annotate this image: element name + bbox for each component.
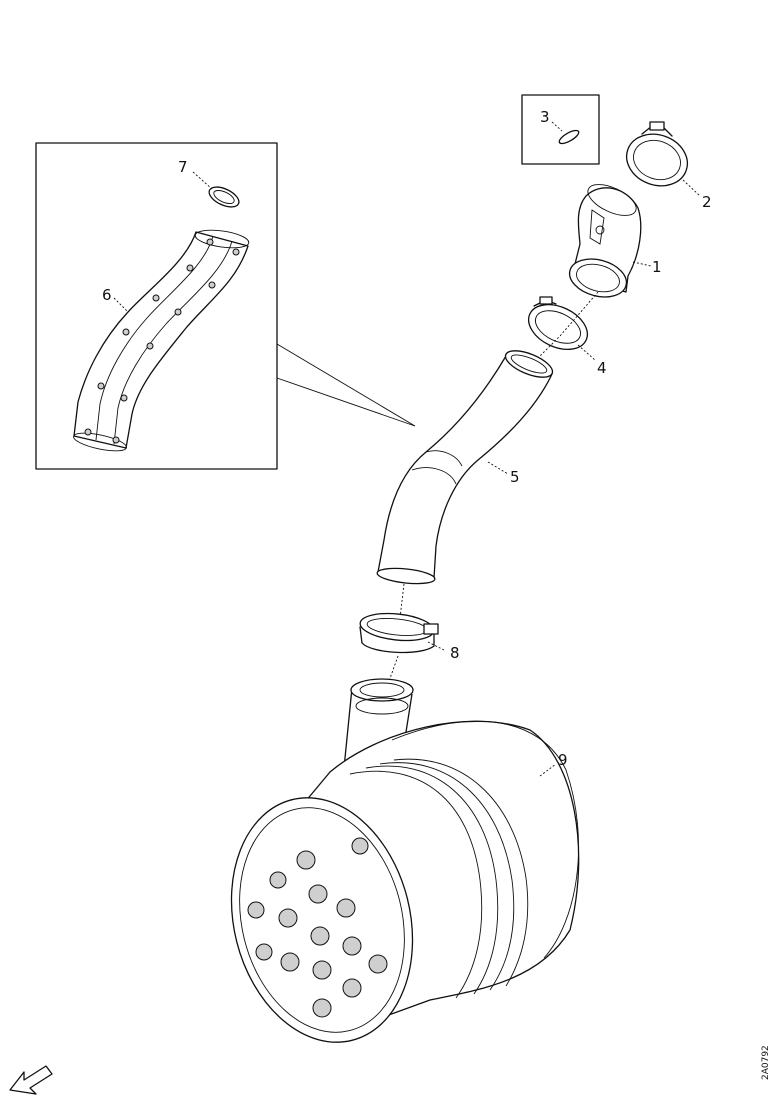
- callout-5: 5: [510, 468, 520, 486]
- part-8-hose-clamp: [359, 612, 439, 654]
- leader-7: [192, 171, 213, 190]
- callout-4: 4: [597, 359, 607, 377]
- detail-inset-frame: [35, 142, 278, 470]
- detail-inset: [35, 142, 416, 470]
- inset-pointer-line-upper: [276, 343, 416, 427]
- callout-6: 6: [102, 286, 112, 304]
- reference-code: 2A0792: [761, 1045, 771, 1080]
- leader-6: [113, 297, 129, 313]
- part-9-air-cleaner: [230, 678, 580, 1043]
- part-7-gasket: [208, 186, 240, 208]
- callout-8: 8: [450, 644, 460, 662]
- inset-pointer-line-lower: [276, 377, 416, 427]
- leader-5: [487, 461, 509, 475]
- leader-4: [577, 344, 596, 361]
- callout-7: 7: [178, 158, 188, 176]
- assembly-axis-middle: [399, 583, 405, 619]
- part-2-hose-clamp: [625, 121, 689, 187]
- part-4-hose-clamp: [528, 296, 588, 351]
- leader-8: [427, 641, 445, 651]
- part-6-hose-liner: [73, 229, 250, 452]
- callout-2: 2: [702, 193, 712, 211]
- leader-9: [539, 763, 557, 777]
- leader-1: [632, 261, 652, 267]
- part-3-inset-frame: [521, 94, 600, 165]
- part-5-intake-hose: [376, 350, 554, 585]
- leader-3: [551, 121, 563, 132]
- part-3-inset: [521, 94, 600, 165]
- part-1-elbow: [568, 184, 642, 298]
- part-3-plug: [558, 129, 580, 145]
- callout-9: 9: [558, 751, 568, 769]
- callout-3: 3: [540, 108, 550, 126]
- front-direction-arrow-icon: [9, 1065, 53, 1095]
- leader-2: [682, 179, 701, 197]
- callout-1: 1: [652, 258, 662, 276]
